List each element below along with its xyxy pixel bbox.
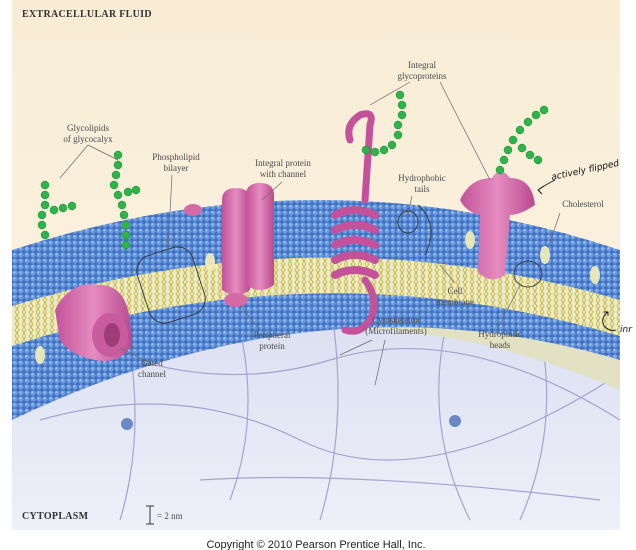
gated-channel <box>55 284 132 361</box>
integral-glycoprotein <box>460 171 535 280</box>
scale-bar <box>146 505 154 525</box>
phospholipid-label-line2: bilayer <box>164 163 189 173</box>
cytoplasm-label: CYTOPLASM <box>22 511 89 522</box>
annotation-highlights <box>136 204 543 324</box>
extracellular-fluid-label: EXTRACELLULAR FLUID <box>22 9 152 20</box>
cytoskeleton-label-line1: Cytoskeleton <box>372 315 420 325</box>
helical-protein <box>331 110 379 335</box>
cell-membrane-label-line1: Cell <box>448 286 463 296</box>
integral-glyco-label-line1: Integral <box>408 60 436 70</box>
glycolipids-label-line1: Glycolipids <box>67 123 109 133</box>
hydrophilic-label-line1: Hydrophilic <box>478 329 522 339</box>
cholesterol-molecules <box>35 231 600 364</box>
peripheral-label-line1: Peripheral <box>254 330 291 340</box>
integral-channel-label-line2: with channel <box>260 169 307 179</box>
gated-channel-label-line2: channel <box>138 369 166 379</box>
cytoskeleton-label-line2: (Microfilaments) <box>365 326 426 336</box>
integral-glyco-label-line2: glycoproteins <box>398 71 447 81</box>
cell-membrane-label-line2: membrane <box>436 297 474 307</box>
gated-channel-label-line1: Gated <box>141 358 163 368</box>
peripheral-label-line2: protein <box>259 341 285 351</box>
inner-head-row <box>12 293 620 360</box>
inner-leaflet-surface <box>12 305 620 420</box>
copyright-text: Copyright © 2010 Pearson Prentice Hall, … <box>206 539 425 550</box>
cholesterol-label: Cholesterol <box>562 199 604 209</box>
hydrophobic-label-line1: Hydrophobic <box>398 173 446 183</box>
hydrophilic-label-line2: heads <box>490 340 511 350</box>
hydrophobic-label-line2: tails <box>415 184 430 194</box>
inner-annotation: inr <box>620 325 633 335</box>
surface-protein <box>184 204 202 216</box>
scale-label: = 2 nm <box>157 511 183 521</box>
outer-head-row <box>12 247 620 306</box>
hydrophobic-core <box>12 251 620 350</box>
integral-channel-label-line1: Integral protein <box>255 158 311 168</box>
glycolipids-label-line2: of glycocalyx <box>63 134 113 144</box>
integral-channel-protein <box>222 183 274 307</box>
leader-lines <box>59 81 561 386</box>
phospholipid-label-line1: Phospholipid <box>152 152 200 162</box>
glycocalyx-chains <box>37 90 549 250</box>
